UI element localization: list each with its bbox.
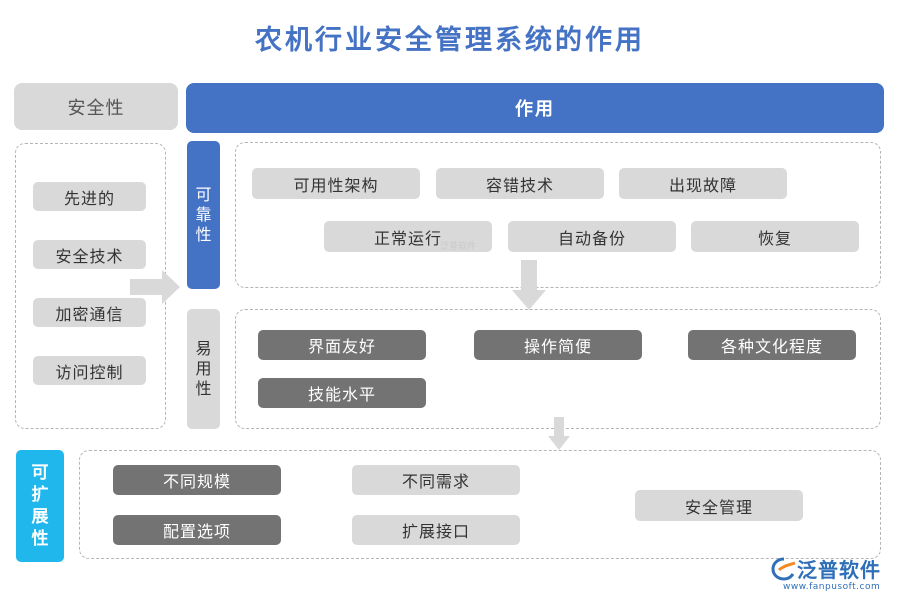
usability-item-education-levels: 各种文化程度 — [688, 330, 856, 360]
logo-url: www.fanpusoft.com — [783, 582, 881, 592]
security-item-encryption: 加密通信 — [33, 298, 146, 327]
arrow-down-icon — [512, 260, 546, 310]
arrow-right-icon — [130, 270, 180, 304]
scalability-item-needs: 不同需求 — [352, 465, 520, 495]
scalability-label: 可扩展性 — [16, 450, 64, 562]
header-function: 作用 — [186, 83, 884, 133]
reliability-item-auto-backup: 自动备份 — [508, 221, 676, 252]
reliability-item-recovery: 恢复 — [691, 221, 859, 252]
reliability-label: 可靠性 — [187, 141, 220, 289]
page-title: 农机行业安全管理系统的作用 — [255, 25, 645, 56]
usability-item-friendly-ui: 界面友好 — [258, 330, 426, 360]
reliability-panel — [235, 142, 881, 288]
header-security: 安全性 — [14, 83, 178, 130]
usability-item-skill-levels: 技能水平 — [258, 378, 426, 408]
security-item-tech: 安全技术 — [33, 240, 146, 269]
scalability-item-config: 配置选项 — [113, 515, 281, 545]
usability-panel — [235, 309, 881, 429]
reliability-item-fault-tolerance: 容错技术 — [436, 168, 604, 199]
usability-item-easy-operation: 操作简便 — [474, 330, 642, 360]
scalability-item-security-management: 安全管理 — [635, 490, 803, 521]
usability-label: 易用性 — [187, 309, 220, 429]
arrow-down-small-icon — [548, 417, 570, 450]
fanpu-logo-icon — [771, 557, 796, 581]
reliability-item-normal-operation: 正常运行 — [324, 221, 492, 252]
scalability-item-interface: 扩展接口 — [352, 515, 520, 545]
reliability-item-availability: 可用性架构 — [252, 168, 420, 199]
watermark: 泛普软件 — [440, 242, 477, 252]
scalability-panel — [79, 450, 881, 559]
security-item-advanced: 先进的 — [33, 182, 146, 211]
scalability-item-scale: 不同规模 — [113, 465, 281, 495]
security-item-access: 访问控制 — [33, 356, 146, 385]
reliability-item-failure: 出现故障 — [619, 168, 787, 199]
logo-text: 泛普软件 — [797, 558, 881, 582]
